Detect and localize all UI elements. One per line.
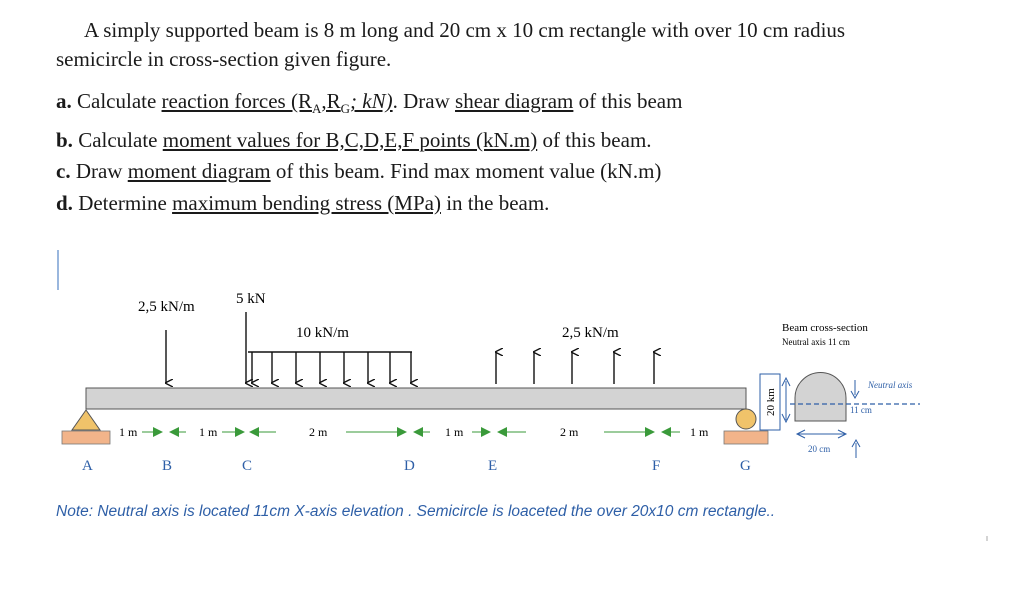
intro-line-2: semicircle in cross-section given figure… (56, 47, 392, 71)
task-a-unit: ; kN) (350, 89, 393, 113)
task-d: d. Determine maximum bending stress (MPa… (56, 188, 682, 220)
task-a-text3: of this beam (573, 89, 683, 113)
point-b: B (162, 458, 172, 474)
support-a-pin (61, 409, 111, 445)
neutral-axis-label: Neutral axis (867, 380, 913, 390)
beam (85, 387, 747, 410)
task-c-text2: of this beam. Find max moment value (kN.… (270, 159, 662, 184)
point-g: G (740, 458, 751, 474)
task-d-underlined: maximum bending stress (MPa) (172, 190, 441, 215)
width-arrow-left (795, 429, 806, 439)
udl-cd (248, 351, 412, 383)
task-c-text: Draw (75, 159, 128, 184)
point-f: F (652, 458, 660, 474)
udl-ef-upward (496, 352, 654, 384)
height-11cm-label: 11 cm (850, 405, 872, 415)
cross-section-shape (794, 372, 847, 422)
support-g-label: 20 km (765, 388, 777, 416)
load-c-label: 5 kN (236, 291, 266, 307)
task-b: b. Calculate moment values for B,C,D,E,F… (56, 125, 682, 157)
span-ab: 1 m (119, 425, 138, 439)
task-d-text2: in the beam. (440, 190, 550, 215)
task-b-letter: b. (56, 127, 73, 152)
span-ef: 2 m (560, 425, 579, 439)
task-a-shear: shear diagram (455, 89, 574, 113)
task-b-text2: of this beam. (537, 127, 652, 152)
task-a-sub-g: G (340, 101, 351, 117)
point-a: A (82, 458, 93, 474)
task-a-letter: a. (56, 89, 72, 113)
task-b-underlined: moment values for B,C,D,E,F points (kN.m… (162, 127, 538, 152)
task-a: a. Calculate reaction forces (RA,RG; kN)… (56, 86, 682, 125)
span-de: 1 m (445, 425, 464, 439)
cross-section-title: Beam cross-section (782, 322, 868, 334)
task-b-text: Calculate (78, 127, 163, 152)
task-c-letter: c. (56, 159, 71, 184)
cross-section: 20 km Neutral axis 11 cm 20 cm Beam cros… (759, 322, 920, 458)
span-bc: 1 m (199, 425, 218, 439)
udl-cd-label: 10 kN/m (296, 325, 349, 341)
task-a-text2: . Draw (392, 89, 456, 113)
task-a-u1: reaction forces (R (161, 89, 312, 113)
task-a-u2: ,R (321, 89, 341, 113)
task-a-sub-a: A (311, 101, 322, 117)
point-d: D (404, 458, 415, 474)
task-list: a. Calculate reaction forces (RA,RG; kN)… (56, 86, 682, 219)
width-arrow-right (837, 429, 848, 439)
point-e: E (488, 458, 497, 474)
task-a-underlined: reaction forces (RA,RG; kN) (161, 89, 393, 117)
cross-section-subtitle: Neutral axis 11 cm (782, 337, 850, 347)
task-d-text: Determine (78, 190, 173, 215)
task-c-underlined: moment diagram (127, 159, 271, 184)
neutral-axis-arrow (850, 390, 860, 400)
task-d-letter: d. (56, 190, 73, 215)
bottom-pointer-arrow (851, 438, 861, 448)
intro-line-1: A simply supported beam is 8 m long and … (84, 18, 846, 42)
span-cd: 2 m (309, 425, 328, 439)
support-g-roller (723, 408, 769, 445)
width-20cm-label: 20 cm (808, 444, 830, 454)
height-arrow-top (781, 376, 791, 387)
task-c: c. Draw moment diagram of this beam. Fin… (56, 156, 682, 188)
span-fg: 1 m (690, 425, 709, 439)
note-text: Note: Neutral axis is located 11cm X-axi… (56, 503, 776, 520)
problem-intro: A simply supported beam is 8 m long and … (56, 16, 976, 74)
load-b-label: 2,5 kN/m (138, 299, 195, 315)
cross-section-height-box (759, 373, 781, 431)
height-arrow-bottom (781, 413, 791, 424)
udl-ef-label: 2,5 kN/m (562, 325, 619, 341)
point-c: C (242, 458, 252, 474)
task-a-text: Calculate (77, 89, 162, 113)
